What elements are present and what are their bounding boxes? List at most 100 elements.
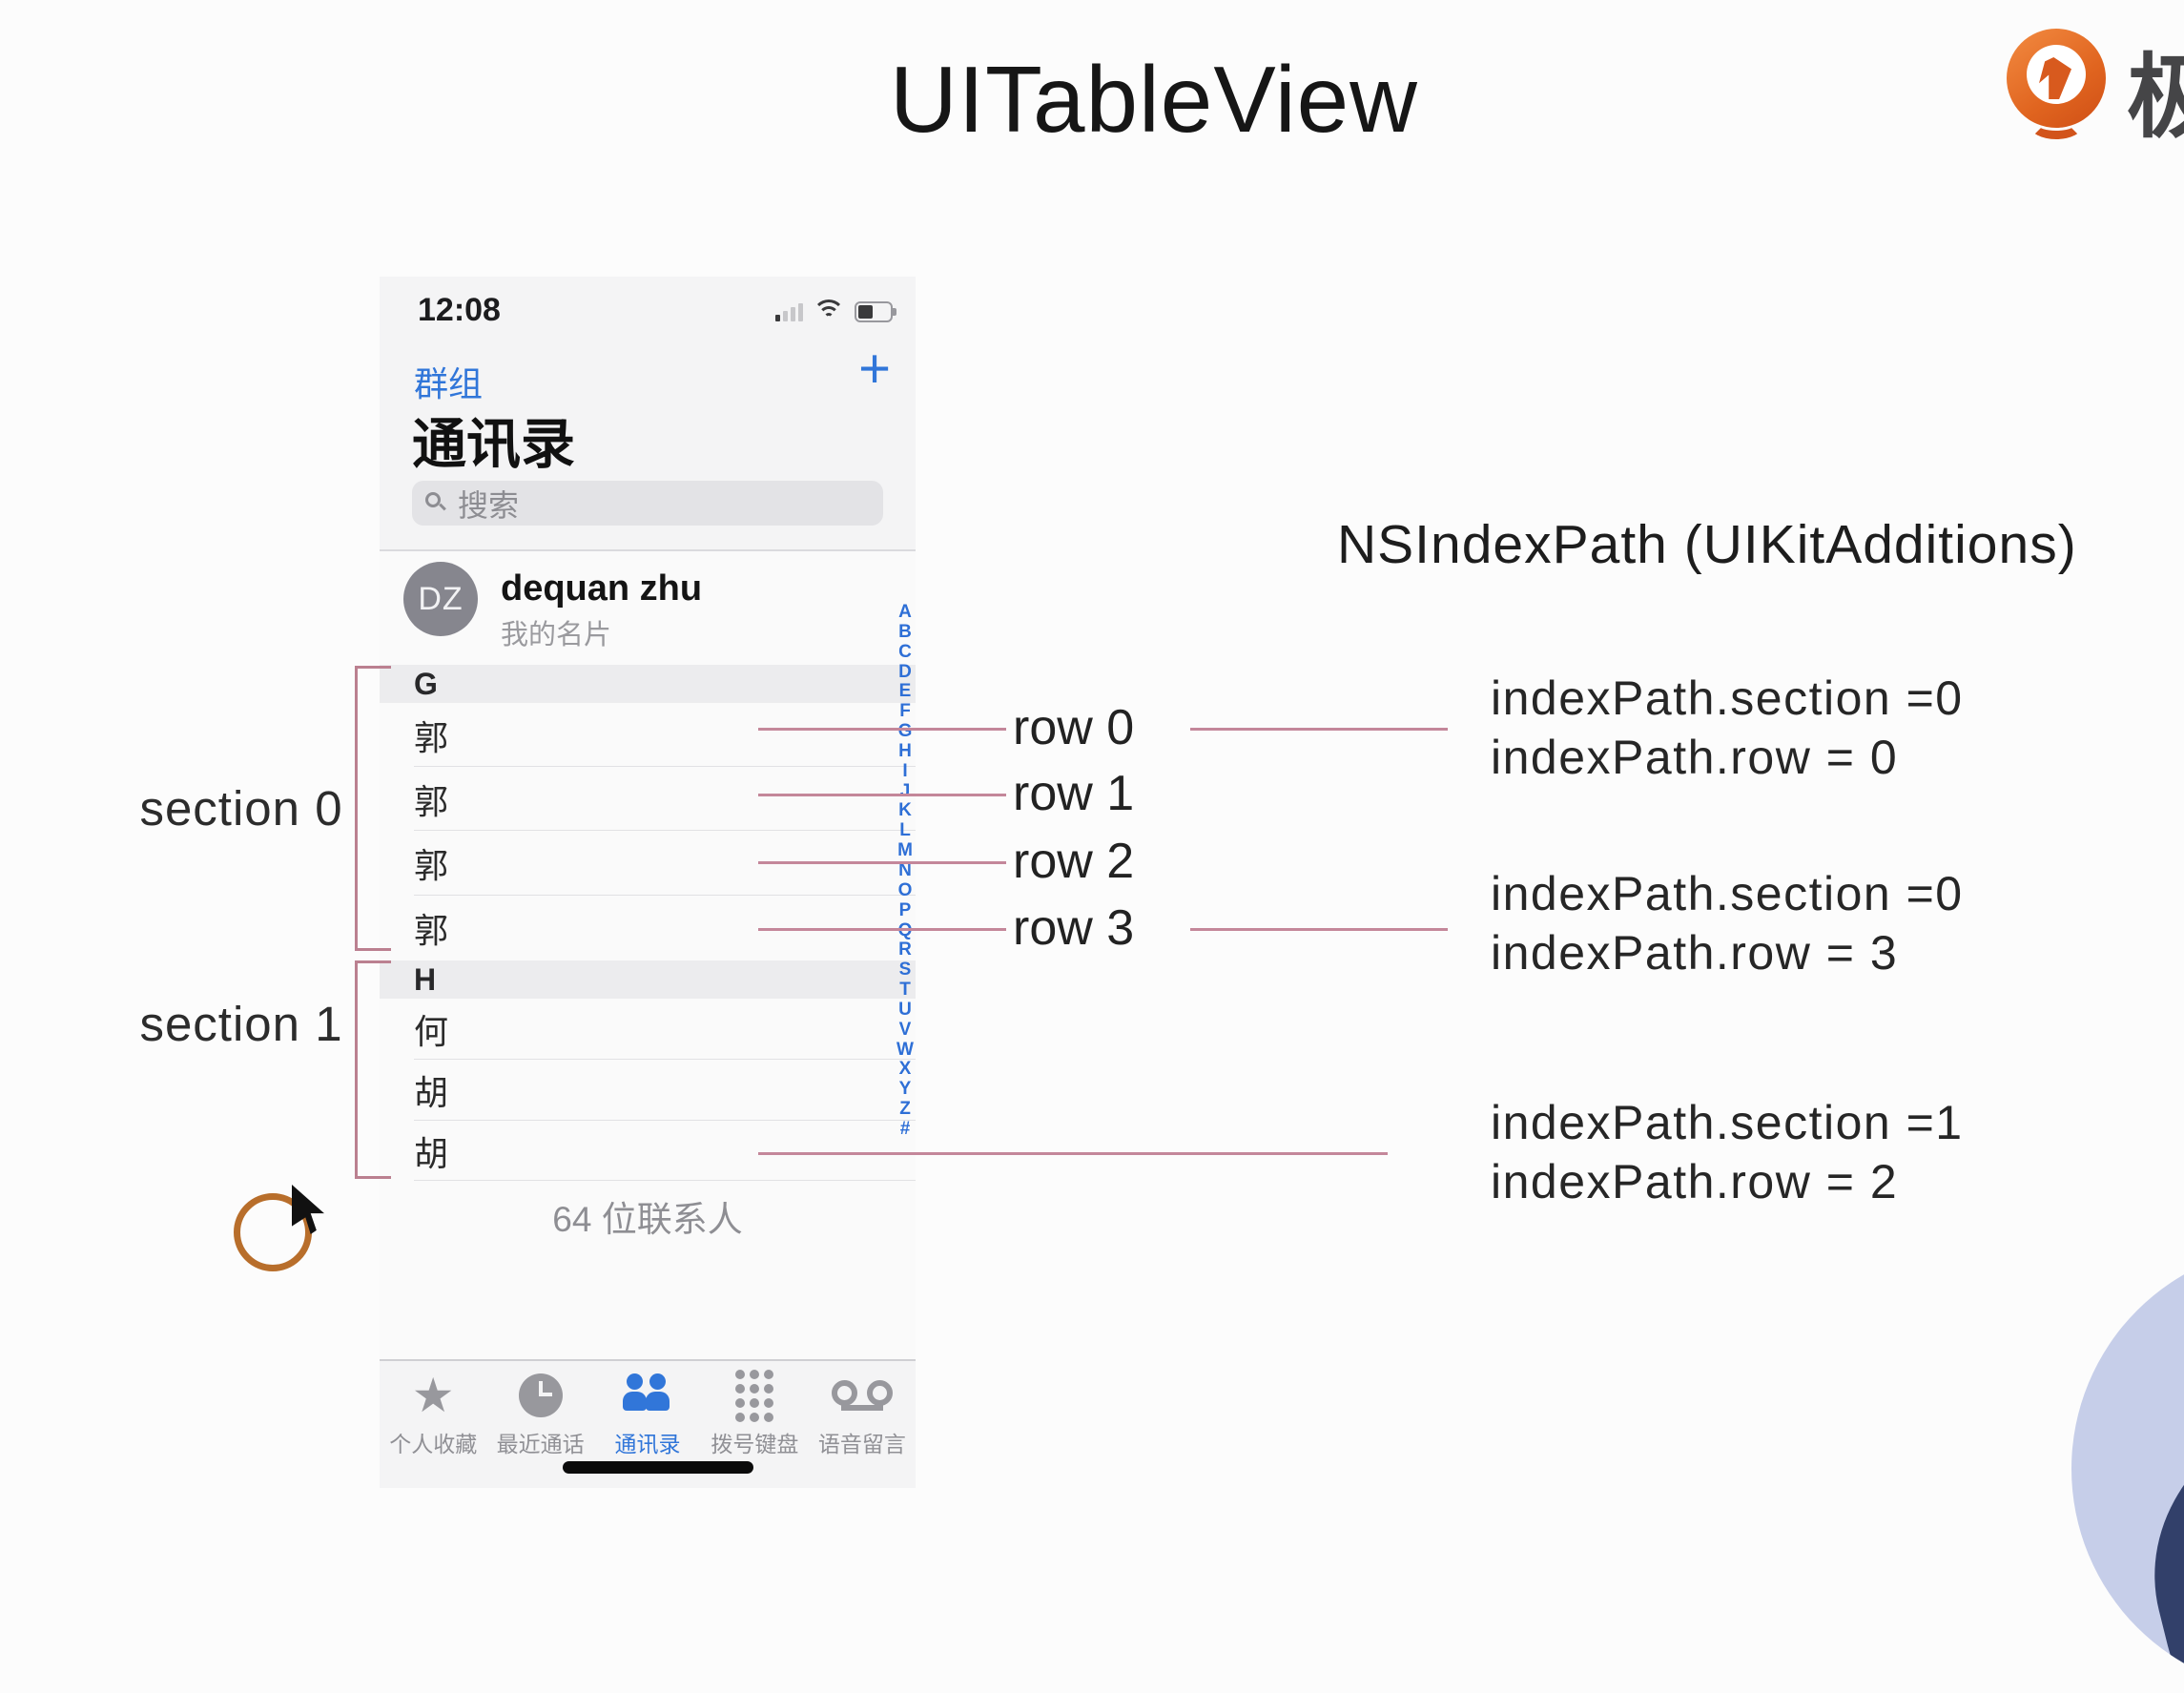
index-letter[interactable]: H: [898, 740, 912, 761]
tab-recents[interactable]: 最近通话: [486, 1361, 593, 1488]
index-letter[interactable]: D: [898, 661, 912, 682]
add-contact-button[interactable]: +: [858, 338, 891, 400]
search-icon: [425, 491, 448, 515]
index-letter[interactable]: T: [899, 980, 911, 1001]
highlight-ring: [234, 1193, 312, 1271]
index-letter[interactable]: P: [898, 899, 912, 920]
index-letter[interactable]: Z: [899, 1099, 911, 1120]
contact-name: 胡: [414, 1133, 449, 1173]
row-2-label: row 2: [1013, 834, 1135, 889]
my-card-subtitle: 我的名片: [501, 620, 612, 650]
search-field[interactable]: 搜索: [412, 481, 883, 526]
row-0-left-line: [758, 728, 1006, 731]
tab-voicemail[interactable]: 语音留言: [809, 1361, 916, 1488]
row-2-left-line: [758, 861, 1006, 864]
index-letter[interactable]: X: [898, 1059, 912, 1080]
contacts-title: 通讯录: [412, 414, 575, 475]
index-letter[interactable]: R: [898, 939, 912, 960]
presenter-webcam-bubble: [2071, 1245, 2184, 1693]
index-letter[interactable]: Y: [898, 1079, 912, 1100]
indexpath-block-1: indexPath.section =0 indexPath.row = 3: [1491, 864, 1964, 982]
index-letter[interactable]: G: [897, 721, 913, 742]
groups-button[interactable]: 群组: [414, 364, 484, 403]
contact-row[interactable]: 何: [380, 999, 916, 1060]
voicemail-icon: [831, 1380, 893, 1411]
row-3-label: row 3: [1013, 900, 1135, 956]
index-letter[interactable]: E: [898, 681, 912, 702]
index-letter[interactable]: A: [898, 602, 912, 622]
section-1-label: section 1: [139, 997, 343, 1051]
status-icons: [775, 299, 898, 324]
row-3-left-line: [758, 928, 1006, 931]
tab-favorites[interactable]: ★ 个人收藏: [380, 1361, 486, 1488]
page-title: UITableView: [890, 47, 1418, 152]
contact-name: 胡: [414, 1073, 449, 1112]
tab-label: 个人收藏: [389, 1432, 478, 1456]
row-3-right-line: [1190, 928, 1448, 931]
section-0-bracket: [355, 666, 358, 951]
indexpath-section-line: indexPath.section =0: [1491, 867, 1964, 920]
index-letter[interactable]: #: [899, 1118, 911, 1139]
index-letter[interactable]: O: [897, 879, 913, 900]
status-time: 12:08: [418, 292, 501, 328]
tab-keypad[interactable]: 拨号键盘: [701, 1361, 808, 1488]
indexpath-section-line: indexPath.section =1: [1491, 1096, 1964, 1149]
home-indicator[interactable]: [563, 1461, 753, 1474]
star-icon: ★: [411, 1369, 455, 1422]
keypad-icon: [735, 1369, 774, 1422]
index-letter[interactable]: C: [898, 641, 912, 662]
clock-icon: [518, 1373, 563, 1417]
contact-row[interactable]: 郭: [380, 703, 916, 767]
contact-name: 何: [414, 1012, 449, 1051]
contact-row[interactable]: 胡: [380, 1060, 916, 1121]
index-letter[interactable]: J: [899, 780, 911, 801]
indexpath-section-line: indexPath.section =0: [1491, 671, 1964, 725]
index-letter[interactable]: W: [896, 1039, 914, 1060]
contact-row[interactable]: 胡: [380, 1121, 916, 1181]
indexpath-row-line: indexPath.row = 2: [1491, 1155, 1899, 1208]
tab-contacts[interactable]: 通讯录: [594, 1361, 701, 1488]
section-1-bracket-bottom-tick: [355, 1176, 391, 1179]
contacts-header: 12:08 群组 + 通讯录 搜索: [380, 277, 916, 551]
index-letter[interactable]: K: [898, 800, 912, 821]
index-letter[interactable]: U: [898, 999, 912, 1020]
nsindexpath-heading: NSIndexPath (UIKitAdditions): [1337, 514, 2077, 575]
alphabet-index[interactable]: A B C D E F G H I J K L M N O P Q R S T …: [895, 602, 916, 1140]
presenter-silhouette: [2119, 1352, 2184, 1693]
section-header-g: G: [380, 665, 916, 703]
indexpath-row-line: indexPath.row = 0: [1491, 731, 1899, 784]
brand-logo-icon: [2007, 29, 2106, 139]
battery-icon: [855, 301, 898, 322]
row-0-right-line: [1190, 728, 1448, 731]
avatar: DZ: [403, 562, 478, 636]
tab-label: 拨号键盘: [711, 1432, 799, 1456]
tab-label: 通讯录: [614, 1432, 681, 1456]
wifi-icon: [813, 299, 845, 324]
row-1-left-line: [758, 794, 1006, 796]
logo-smile-arc: [2029, 111, 2083, 139]
row-1-label: row 1: [1013, 766, 1135, 821]
index-letter[interactable]: M: [897, 840, 913, 861]
contact-name: 郭: [414, 846, 449, 885]
my-card-name: dequan zhu: [501, 568, 703, 609]
brand-text: 极: [2127, 47, 2184, 149]
index-letter[interactable]: I: [902, 760, 908, 781]
section-1-bracket-top-tick: [355, 960, 391, 963]
index-letter[interactable]: V: [898, 1019, 912, 1040]
contact-name: 郭: [414, 717, 449, 757]
my-card-row[interactable]: DZ dequan zhu 我的名片: [380, 551, 916, 665]
indexpath-block-2: indexPath.section =1 indexPath.row = 2: [1491, 1093, 1964, 1211]
index-letter[interactable]: B: [898, 621, 912, 642]
index-letter[interactable]: L: [899, 820, 911, 841]
index-letter[interactable]: F: [899, 701, 911, 722]
contact-row[interactable]: 郭: [380, 767, 916, 831]
index-letter[interactable]: N: [898, 859, 912, 880]
slide-root: { "slide": { "title": "UITableView", "he…: [139, 29, 2184, 1693]
search-placeholder: 搜索: [458, 487, 520, 523]
indexpath-block-0: indexPath.section =0 indexPath.row = 0: [1491, 669, 1964, 787]
tab-label: 语音留言: [817, 1432, 906, 1456]
index-letter[interactable]: S: [898, 960, 912, 981]
contacts-icon: [619, 1373, 676, 1417]
row-0-label: row 0: [1013, 700, 1135, 755]
section-0-label: section 0: [139, 781, 343, 836]
